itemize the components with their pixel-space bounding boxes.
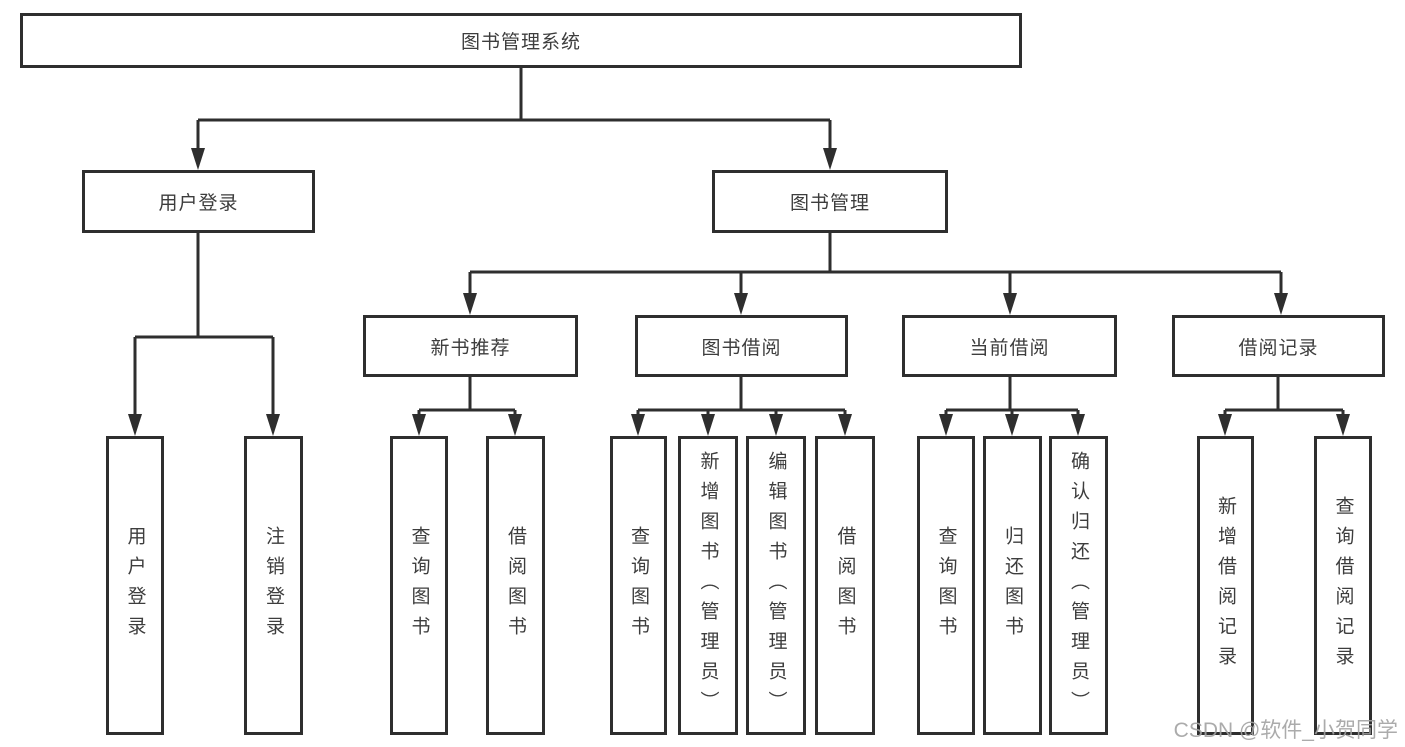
node-label: 归还图书 [1002, 525, 1023, 646]
node-label: 注销登录 [263, 525, 284, 646]
node-label: 用户登录 [124, 525, 146, 646]
leaf-query-books-borrowing: 查询图书 [610, 436, 667, 735]
node-label: 图书管理系统 [460, 32, 581, 53]
node-label: 新增图书（管理员） [697, 450, 719, 721]
node-label: 查询图书 [935, 525, 957, 646]
leaf-return-books: 归还图书 [983, 436, 1042, 735]
leaf-add-books-admin: 新增图书（管理员） [678, 436, 738, 735]
node-label: 新增借阅记录 [1215, 495, 1236, 676]
leaf-logout: 注销登录 [244, 436, 303, 735]
node-label: 查询图书 [408, 525, 430, 646]
leaf-edit-books-admin: 编辑图书（管理员） [746, 436, 806, 735]
leaf-confirm-return-admin: 确认归还（管理员） [1049, 436, 1108, 735]
leaf-user-login: 用户登录 [106, 436, 164, 735]
node-label: 图书借阅 [701, 337, 782, 359]
node-borrowing-records: 借阅记录 [1172, 315, 1385, 377]
leaf-add-borrow-record: 新增借阅记录 [1197, 436, 1254, 735]
node-label: 编辑图书（管理员） [765, 450, 787, 721]
leaf-query-borrow-record: 查询借阅记录 [1314, 436, 1372, 735]
node-label: 当前借阅 [969, 337, 1050, 359]
leaf-borrow-books: 借阅图书 [815, 436, 875, 735]
node-label: 查询图书 [628, 525, 649, 646]
node-label: 查询借阅记录 [1332, 495, 1354, 676]
node-book-borrowing: 图书借阅 [635, 315, 848, 377]
leaf-query-books-current: 查询图书 [917, 436, 975, 735]
node-label: 用户登录 [158, 193, 239, 214]
node-library-management-system: 图书管理系统 [20, 13, 1022, 68]
node-current-borrowing: 当前借阅 [902, 315, 1117, 377]
node-label: 新书推荐 [430, 337, 511, 359]
node-label: 借阅图书 [834, 525, 856, 646]
node-new-book-recommendation: 新书推荐 [363, 315, 578, 377]
leaf-borrow-books-recommend: 借阅图书 [486, 436, 545, 735]
node-book-management: 图书管理 [712, 170, 948, 233]
node-label: 确认归还（管理员） [1068, 450, 1089, 721]
leaf-query-books-recommend: 查询图书 [390, 436, 448, 735]
node-label: 图书管理 [789, 193, 870, 214]
node-label: 借阅记录 [1238, 337, 1319, 359]
node-label: 借阅图书 [505, 525, 526, 646]
node-user-login-group: 用户登录 [82, 170, 315, 233]
csdn-watermark: CSDN @软件_小贺同学 [1173, 719, 1398, 742]
